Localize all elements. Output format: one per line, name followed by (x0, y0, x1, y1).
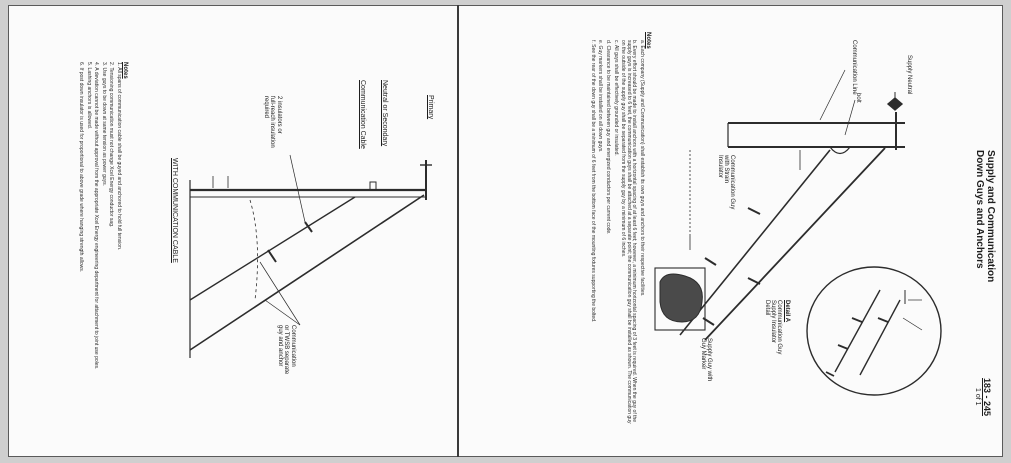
label-comm-guy-strain: Communication Guy with Strain Insulator (717, 155, 735, 210)
label-detail-caption: Communication Guy Supply Insulator Detai… (764, 300, 782, 355)
anchor-fill (659, 273, 703, 323)
right-notes-list: a. Each company (Supply and Communicatio… (587, 40, 645, 430)
label-with-comm-cable: WITH COMMUNICATION CABLE (171, 158, 178, 263)
left-note-item: 6. If post down insulator is used for pr… (78, 62, 85, 273)
label-supply-guy-marker: Supply Guy with Guy Marker (700, 338, 712, 382)
label-supply-neutral: Supply Neutral (906, 55, 912, 95)
right-note-item: c. All guys shall be effectively grounde… (612, 40, 619, 156)
label-communication-cable: Communication Cable (359, 80, 366, 149)
label-neutral-or-secondary: Neutral or Secondary (381, 80, 388, 147)
right-notes-heading: Notes (645, 32, 651, 49)
left-notes-heading: Notes (122, 62, 128, 79)
label-detail-a: Detail A (784, 300, 790, 323)
label-comm-separate: Communication or TWSB separate guy and a… (277, 325, 296, 375)
detail-a-circle (806, 266, 942, 396)
label-primary: Primary (427, 95, 434, 120)
left-note-item: 3. Use guys to be down at same tension a… (100, 62, 107, 186)
left-note-item: 4. A deviation cannot be made without ap… (93, 62, 100, 370)
label-insulator-note: 2 insulators or full-reach insulation re… (263, 96, 282, 148)
left-note-item: 2. Tensioning communication must not cha… (108, 62, 115, 228)
label-bolt: bolt (855, 93, 861, 103)
label-communication-line: Communication Line (851, 40, 857, 95)
right-note-item: f. See the rear of the down guy shall be… (589, 40, 596, 323)
right-comm-guy (679, 149, 831, 336)
left-supply-guy (189, 194, 425, 351)
right-supply-guy (704, 147, 886, 341)
left-note-item: 1. All spans of communication cable shal… (116, 62, 122, 251)
right-note-item: d. Clearance to be maintained between gu… (605, 40, 612, 235)
document-sheet (8, 5, 1003, 457)
standard-sheet: 1 of 1 (974, 388, 981, 406)
left-comm-guy (189, 196, 356, 301)
standard-number: 183 - 245 (982, 378, 992, 417)
right-note-item: a. Each company (Supply and Communicatio… (639, 40, 645, 297)
right-note-item: b. Every effort should be made to instal… (620, 40, 638, 424)
left-note-item: 5. Lashing anchors is allowed. (85, 62, 92, 129)
left-notes-list: 1. All spans of communication cable shal… (75, 62, 122, 402)
page-divider (457, 5, 459, 457)
drawing-title: Supply and Communication Down Guys and A… (974, 150, 996, 283)
right-note-item: e. Guy markers shall be installed on all… (597, 40, 604, 153)
